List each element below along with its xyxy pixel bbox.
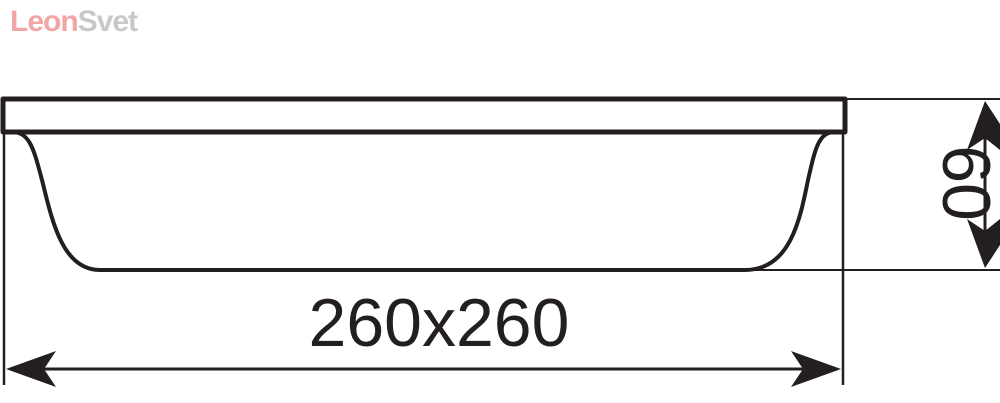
lamp-rim [0,96,848,135]
watermark-part-leon: Leon [10,5,79,38]
arrow-left-icon [6,351,56,387]
arrow-right-icon [791,351,841,387]
brand-watermark: LeonSvet [10,2,138,42]
watermark-part-svet: Svet [77,5,138,38]
height-dimension-label: 60 [928,145,1000,221]
arrow-up-icon [967,101,1000,150]
width-dimension-label: 260x260 [309,285,570,361]
lamp-bowl [11,130,836,272]
arrow-down-icon [967,219,1000,268]
